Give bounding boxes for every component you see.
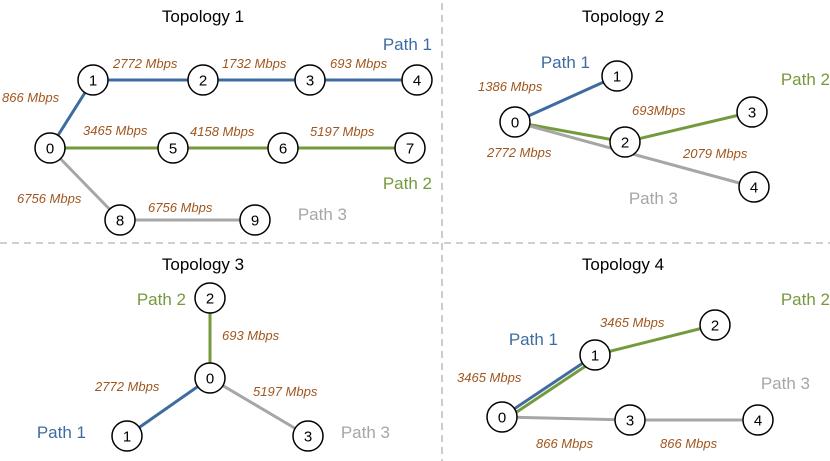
- topology-1-rate-label: 3465 Mbps: [83, 123, 148, 138]
- topology-4-rate-label: 866 Mbps: [660, 436, 718, 451]
- topology-4-rate-label: 866 Mbps: [536, 436, 594, 451]
- topology-4-edge-0-3-gray: [500, 415, 632, 422]
- topology-3-node-2-label: 2: [206, 291, 214, 308]
- topology-2-node-0-label: 0: [511, 115, 519, 132]
- topology-1-rate-label: 2772 Mbps: [112, 56, 178, 71]
- topology-3-path-3-label: Path 3: [341, 423, 390, 442]
- topology-2-node-1-label: 1: [613, 69, 621, 86]
- topology-4-node-0-label: 0: [498, 410, 506, 427]
- topology-2-edge-2-3-green: [623, 110, 754, 144]
- topology-4-rate-label: 3465 Mbps: [600, 315, 665, 330]
- topology-4-node-2-label: 2: [711, 318, 719, 335]
- topology-4-edge-0-1-green: [502, 356, 599, 422]
- topology-2-edge-0-2-green: [513, 120, 627, 144]
- topology-4-node-0: [486, 401, 518, 433]
- topology-1-node-1-label: 1: [89, 73, 97, 90]
- topology-3-path-1-label: Path 1: [37, 423, 86, 442]
- topology-3-node-3: [292, 420, 324, 452]
- topology-1-node-0-label: 0: [46, 141, 54, 158]
- topology-2-rate-label: 2772 Mbps: [486, 145, 552, 160]
- topology-3-edge-0-3-gray: [208, 376, 310, 438]
- topology-4-edge-1-2-green: [593, 323, 717, 357]
- topology-1-node-8-label: 8: [116, 213, 124, 230]
- topology-3-node-1-label: 1: [123, 429, 131, 446]
- topology-4-node-1-label: 1: [591, 348, 599, 365]
- topology-1-node-3: [294, 64, 326, 96]
- topology-3-node-0: [194, 362, 226, 394]
- topology-3-node-1: [111, 420, 143, 452]
- topology-3-path-2-label: Path 2: [137, 290, 186, 309]
- topology-1-path-1-label: Path 1: [383, 35, 432, 54]
- topology-2-node-1: [601, 60, 633, 92]
- topology-1-node-9: [239, 204, 271, 236]
- topology-1-rate-label: 866 Mbps: [2, 90, 60, 105]
- topology-2-node-0: [499, 106, 531, 138]
- topology-3-rate-label: 693 Mbps: [222, 328, 280, 343]
- topology-2-node-4: [738, 171, 770, 203]
- topology-1-node-9-label: 9: [251, 213, 259, 230]
- topology-2-rate-label: 1386 Mbps: [478, 79, 543, 94]
- topology-1-node-6: [267, 132, 299, 164]
- topology-2-rate-label: 2079 Mbps: [682, 146, 748, 161]
- topology-1-path-3-label: Path 3: [298, 205, 347, 224]
- topology-2-node-3: [736, 96, 768, 128]
- topology-4-node-4-label: 4: [754, 413, 762, 430]
- topology-1-node-1: [77, 64, 109, 96]
- topology-1-rate-label: 4158 Mbps: [190, 124, 255, 139]
- topology-2-node-3-label: 3: [748, 105, 756, 122]
- topology-3-node-2: [194, 282, 226, 314]
- topology-4-node-1: [579, 339, 611, 371]
- topology-2-node-4-label: 4: [750, 180, 758, 197]
- topology-1-rate-label: 693 Mbps: [330, 56, 388, 71]
- topology-1-rate-label: 5197 Mbps: [310, 124, 375, 139]
- topology-3-rate-label: 2772 Mbps: [94, 379, 160, 394]
- topology-2-path-3-label: Path 3: [629, 189, 678, 208]
- topology-2-edge-0-1-blue: [513, 74, 619, 124]
- topology-1-node-2: [187, 64, 219, 96]
- topology-1-node-5-label: 5: [169, 141, 177, 158]
- topology-3-title: Topology 3: [162, 255, 244, 274]
- topology-1-node-0: [34, 132, 66, 164]
- topology-1-node-3-label: 3: [306, 73, 314, 90]
- topology-2-title: Topology 2: [582, 7, 664, 26]
- topology-4-path-3-label: Path 3: [761, 374, 810, 393]
- topology-1-rate-label: 6756 Mbps: [148, 200, 213, 215]
- topology-4-node-4: [742, 404, 774, 436]
- topology-1-rate-label: 6756 Mbps: [17, 191, 82, 206]
- topology-1-node-5: [157, 132, 189, 164]
- topology-2-node-2: [609, 126, 641, 158]
- topology-1-edge-0-8-gray: [48, 146, 122, 222]
- topology-2-path-1-label: Path 1: [541, 53, 590, 72]
- topology-2-path-2-label: Path 2: [781, 70, 830, 89]
- topology-1-node-4-label: 4: [413, 73, 421, 90]
- topology-1-node-4: [401, 64, 433, 96]
- topology-1-title: Topology 1: [162, 7, 244, 26]
- topology-4-path-2-label: Path 2: [781, 290, 830, 309]
- topology-1-node-7: [394, 132, 426, 164]
- topology-3-rate-label: 5197 Mbps: [253, 384, 318, 399]
- topology-1-node-2-label: 2: [199, 73, 207, 90]
- topology-3-node-0-label: 0: [206, 371, 214, 388]
- topology-1-path-2-label: Path 2: [383, 174, 432, 193]
- topology-4-node-2: [699, 309, 731, 341]
- topology-1-rate-label: 1732 Mbps: [222, 56, 287, 71]
- topology-1-node-7-label: 7: [406, 141, 414, 158]
- topology-2-node-2-label: 2: [621, 135, 629, 152]
- topology-3-node-3-label: 3: [304, 429, 312, 446]
- topology-4-title: Topology 4: [582, 255, 664, 274]
- topology-1-node-6-label: 6: [279, 141, 287, 158]
- topology-4-path-1-label: Path 1: [509, 330, 558, 349]
- topology-3-edge-0-1-blue: [125, 376, 212, 438]
- topology-4-node-3-label: 3: [626, 413, 634, 430]
- topology-4-edge-0-1-blue: [500, 353, 597, 419]
- topology-4-node-3: [614, 404, 646, 436]
- topology-4-rate-label: 3465 Mbps: [457, 370, 522, 385]
- topology-2-rate-label: 693Mbps: [632, 103, 686, 118]
- topology-1-node-8: [104, 204, 136, 236]
